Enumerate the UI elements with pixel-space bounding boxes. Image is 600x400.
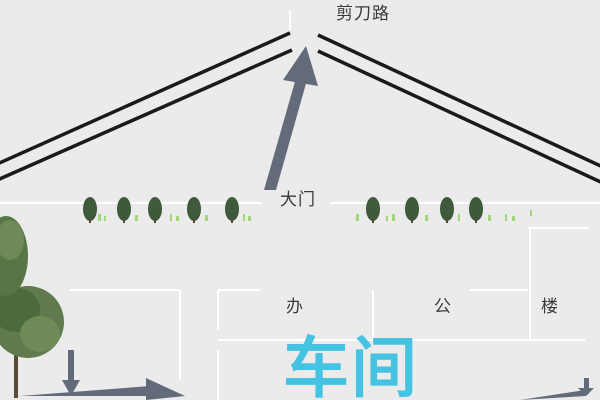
shrub-icon: [366, 197, 380, 223]
shrub-row-right: [356, 197, 532, 223]
road-lines: [0, 31, 600, 184]
arrow-bottom-horizontal: [20, 378, 185, 400]
office-building-label-char-2: 公: [434, 297, 451, 317]
grass-tufts-right: [356, 210, 532, 221]
shrub-row-left: [83, 197, 251, 223]
tree-icon: [0, 286, 64, 398]
arrow-bottom-right: [520, 378, 594, 400]
arrow-left-bottom: [62, 350, 80, 396]
shrub-icon: [83, 197, 97, 223]
tree-icon: [0, 216, 28, 296]
gate-label: 大门: [278, 190, 318, 210]
shrub-icon: [405, 197, 419, 223]
up-arrow-icon: [264, 46, 318, 190]
road-label: 剪刀路: [336, 4, 390, 24]
shrub-icon: [225, 197, 239, 223]
office-building-label-char-1: 办: [286, 297, 303, 317]
shrub-icon: [117, 197, 131, 223]
shrub-icon: [187, 197, 201, 223]
shrub-icon: [469, 197, 483, 223]
shrub-icon: [440, 197, 454, 223]
workshop-label: 车间: [283, 330, 419, 400]
office-building-label-char-3: 楼: [541, 297, 558, 317]
grass-tufts-left: [98, 214, 251, 221]
shrub-icon: [148, 197, 162, 223]
